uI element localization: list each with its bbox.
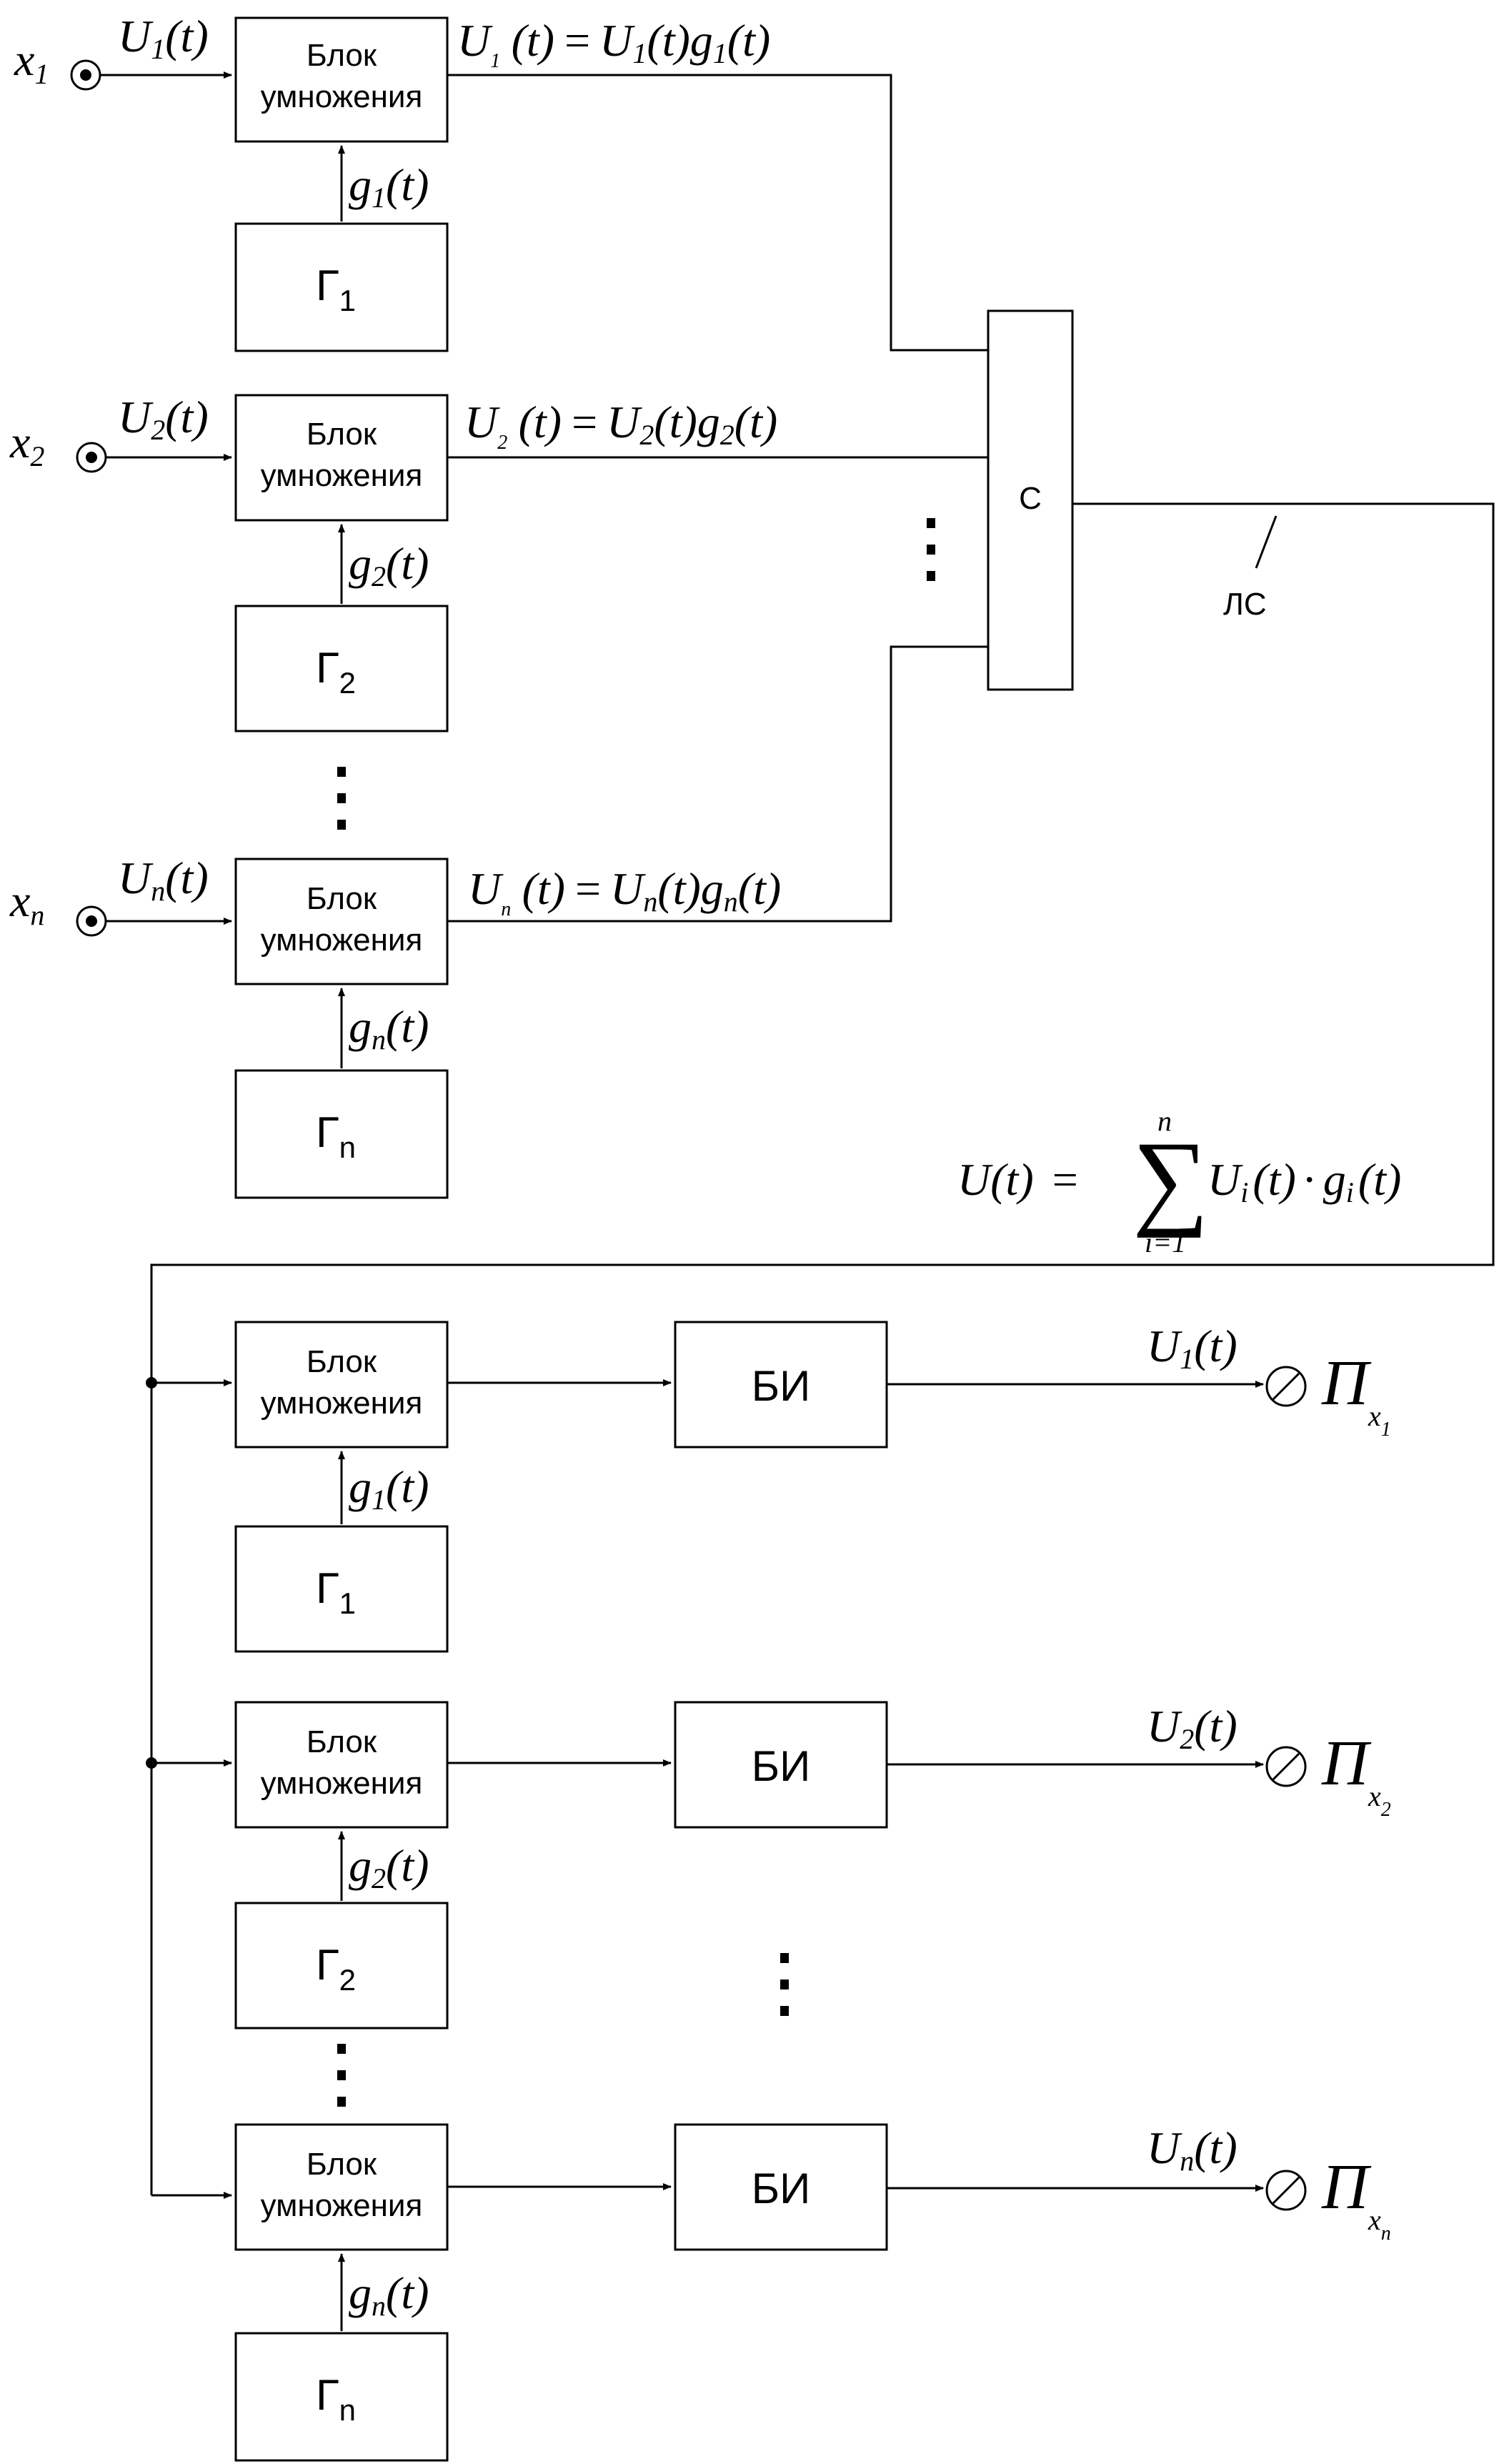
- rx-generator-ellipsis: [337, 2044, 346, 2107]
- input-signal-label: Un(t): [118, 853, 209, 907]
- svg-text:БИ: БИ: [752, 2165, 811, 2212]
- multiplier-block: [234, 1321, 449, 1449]
- tx-channel-1: x1 U1(t) Блок умножения g1(t) Г1 U1 (t)=…: [14, 11, 988, 352]
- generator-block: [234, 1525, 449, 1653]
- svg-text:Г1: Г1: [316, 1564, 356, 1620]
- svg-text:БИ: БИ: [752, 1742, 811, 1790]
- svg-text:Блок: Блок: [307, 881, 377, 916]
- svg-text:x1: x1: [14, 34, 49, 90]
- generator-block: [234, 605, 449, 732]
- recipient-icon: [1265, 1366, 1307, 1407]
- product-label: U2 (t)=U2(t)g2(t): [464, 397, 777, 454]
- generator-block: [234, 1902, 449, 2030]
- carrier-label: gn(t): [349, 1001, 429, 1055]
- input-signal-label: U1(t): [118, 11, 209, 65]
- output-signal-label: U2(t): [1147, 1701, 1237, 1755]
- svg-text:Ui(t)·gi(t): Ui(t)·gi(t): [1207, 1154, 1401, 1208]
- multiplier-block: [234, 394, 449, 522]
- line-label: ЛС: [1223, 587, 1267, 622]
- svg-text:Г2: Г2: [316, 1941, 356, 1997]
- recipient-icon: [1265, 2170, 1307, 2211]
- svg-text:Блок: Блок: [307, 417, 377, 452]
- svg-text:умножения: умножения: [261, 2188, 423, 2223]
- svg-text:БИ: БИ: [752, 1362, 811, 1410]
- rx-channel-2: Блок умножения g2(t) Г2 БИ U2(t) Пx2: [151, 1701, 1391, 2030]
- svg-text:xn: xn: [9, 875, 44, 931]
- sum-formula: U(t)= ∑ n i=1 Ui(t)·gi(t): [957, 1105, 1401, 1258]
- multiplier-block: [234, 1701, 449, 1829]
- input-xn: xn: [9, 875, 107, 937]
- carrier-label: g1(t): [349, 1461, 429, 1516]
- line-tick: [1255, 515, 1278, 569]
- tx-ellipsis: [337, 767, 346, 830]
- generator-block: [234, 222, 449, 352]
- tx-channel-n: xn Un(t) Блок умножения gn(t) Гn Un (t)=…: [9, 645, 988, 1199]
- rx-integrator-ellipsis: [780, 1953, 789, 2016]
- communication-line: [150, 502, 1495, 2195]
- svg-text:x2: x2: [9, 417, 44, 472]
- combiner-label: С: [1019, 481, 1042, 516]
- input-x1: x1: [14, 34, 101, 91]
- svg-text:умножения: умножения: [261, 923, 423, 958]
- svg-text:∑: ∑: [1132, 1120, 1209, 1238]
- product-label: U1 (t)=U1(t)g1(t): [457, 15, 770, 72]
- generator-block: [234, 1069, 449, 1199]
- svg-text:Гn: Гn: [316, 2371, 356, 2427]
- svg-text:i=1: i=1: [1145, 1226, 1186, 1258]
- svg-text:Блок: Блок: [307, 1344, 377, 1379]
- generator-block: [234, 2332, 449, 2462]
- tx-channel-2: x2 U2(t) Блок умножения g2(t) Г2 U2 (t)=…: [9, 392, 988, 732]
- output-signal-label: Un(t): [1147, 2122, 1237, 2177]
- svg-text:Блок: Блок: [307, 38, 377, 73]
- svg-text:Блок: Блок: [307, 2147, 377, 2182]
- svg-text:Блок: Блок: [307, 1724, 377, 1759]
- rx-channel-n: Блок умножения gn(t) Гn БИ Un(t) Пxn: [151, 2122, 1391, 2462]
- recipient-label: Пx2: [1321, 1728, 1391, 1821]
- integrator-block: [674, 2123, 888, 2251]
- svg-text:умножения: умножения: [261, 79, 423, 114]
- multiplier-block: [234, 16, 449, 143]
- input-signal-label: U2(t): [118, 392, 209, 446]
- combiner-ellipsis: [927, 518, 935, 581]
- svg-text:Г1: Г1: [316, 262, 356, 317]
- multiplier-block: [234, 858, 449, 985]
- output-signal-label: U1(t): [1147, 1321, 1237, 1375]
- svg-text:Г2: Г2: [316, 644, 356, 700]
- svg-text:умножения: умножения: [261, 1766, 423, 1801]
- integrator-block: [674, 1321, 888, 1449]
- product-label: Un (t)=Un(t)gn(t): [468, 863, 781, 920]
- carrier-label: g1(t): [349, 159, 429, 214]
- input-x2: x2: [9, 417, 107, 473]
- carrier-label: g2(t): [349, 1840, 429, 1894]
- recipient-icon: [1265, 1746, 1307, 1787]
- svg-text:умножения: умножения: [261, 458, 423, 493]
- svg-text:U(t)=: U(t)=: [957, 1154, 1080, 1205]
- carrier-label: g2(t): [349, 538, 429, 592]
- recipient-label: Пx1: [1321, 1348, 1391, 1441]
- integrator-block: [674, 1701, 888, 1829]
- svg-text:умножения: умножения: [261, 1386, 423, 1421]
- svg-text:Гn: Гn: [316, 1108, 356, 1164]
- multiplier-block: [234, 2123, 449, 2251]
- recipient-label: Пxn: [1321, 2152, 1391, 2245]
- svg-text:n: n: [1157, 1105, 1172, 1137]
- combiner-block: [987, 309, 1074, 691]
- carrier-label: gn(t): [349, 2267, 429, 2322]
- rx-channel-1: Блок умножения g1(t) Г1 БИ U1(t) Пx1: [151, 1321, 1391, 1653]
